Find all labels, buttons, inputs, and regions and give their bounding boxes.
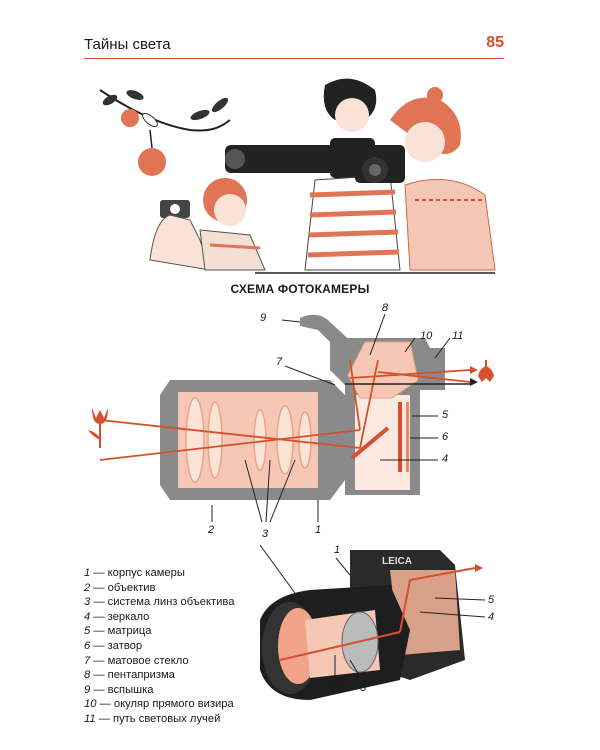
legend-dash: — — [90, 654, 108, 667]
legend-number: 9 — [84, 683, 91, 696]
legend-text: объектив — [107, 581, 156, 594]
label-3: 3 — [262, 528, 269, 540]
legend-dash: — — [90, 581, 108, 594]
legend-text: зеркало — [107, 610, 150, 623]
legend-dash: — — [90, 610, 108, 623]
label-1: 1 — [315, 524, 322, 536]
legend-dash: — — [90, 683, 108, 696]
page-header: Тайны света 85 — [84, 34, 504, 59]
legend-item: 9 — вспышка — [84, 683, 284, 698]
legend-item: 4 — зеркало — [84, 610, 284, 625]
camera-cutaway-photo — [259, 544, 486, 700]
legend-dash: — — [95, 712, 114, 725]
legend-item: 6 — затвор — [84, 639, 284, 654]
legend-number: 4 — [84, 610, 91, 623]
legend-number: 1 — [84, 567, 91, 579]
label-6: 6 — [442, 431, 449, 443]
legend-text: вспышка — [107, 683, 154, 696]
label-4: 4 — [442, 453, 449, 465]
photo-label-4: 4 — [488, 611, 495, 623]
page-title: Тайны света — [84, 36, 171, 53]
photo-label-1: 1 — [334, 544, 341, 556]
brand-logo: LEICA — [382, 556, 412, 567]
label-9: 9 — [260, 312, 267, 324]
legend-text: корпус камеры — [107, 567, 185, 579]
label-8: 8 — [382, 302, 389, 314]
legend-text: матрица — [107, 625, 152, 638]
legend-number: 2 — [84, 581, 91, 594]
photo-label-5: 5 — [488, 594, 495, 606]
legend-dash: — — [90, 669, 108, 682]
page-number: 85 — [486, 34, 504, 51]
girl-right — [355, 87, 496, 271]
sensor — [398, 402, 402, 472]
photo-label-11: 11 — [330, 682, 342, 694]
legend-item: 11 — путь световых лучей — [84, 712, 284, 727]
light-rays — [99, 359, 471, 461]
legend-dash: — — [96, 698, 114, 711]
legend-item: 7 — матовое стекло — [84, 654, 284, 669]
legend-item: 1 — корпус камеры — [84, 566, 284, 581]
scheme-title: СХЕМА ФОТОКАМЕРЫ — [230, 282, 370, 296]
legend-text: пентапризма — [107, 669, 175, 682]
label-2: 2 — [208, 524, 215, 536]
legend-number: 7 — [84, 654, 91, 667]
tulip-icon-right — [478, 360, 494, 382]
camera-scheme-diagram — [88, 313, 494, 523]
legend-item: 10 — окуляр прямого визира — [84, 697, 284, 712]
label-7: 7 — [276, 356, 283, 368]
mirror — [350, 426, 390, 460]
legend-number: 3 — [84, 596, 91, 609]
shutter — [406, 402, 409, 472]
legend-text: затвор — [107, 639, 143, 652]
label-11: 11 — [452, 330, 464, 342]
legend-dash: — — [90, 596, 108, 609]
legend-dash: — — [90, 567, 108, 579]
legend-dash: — — [90, 625, 108, 638]
label-5: 5 — [442, 409, 449, 421]
boy-left — [149, 178, 266, 271]
legend-dash: — — [90, 639, 108, 652]
legend-number: 10 — [84, 698, 97, 711]
legend-text: матовое стекло — [107, 654, 189, 667]
legend-number: 6 — [84, 639, 91, 652]
legend-item: 8 — пентапризма — [84, 668, 284, 683]
legend-number: 11 — [84, 712, 96, 725]
legend-item: 3 — система линз объектива — [84, 595, 284, 610]
legend-text: путь световых лучей — [113, 712, 221, 725]
children-photographers-illustration — [99, 78, 496, 274]
legend-number: 5 — [84, 625, 91, 638]
legend-item: 2 — объектив — [84, 581, 284, 596]
legend-number: 8 — [84, 669, 91, 682]
legend-item: 5 — матрица — [84, 624, 284, 639]
apple-branch-icon — [99, 89, 231, 176]
photo-label-3: 3 — [360, 682, 367, 694]
legend-text: окуляр прямого визира — [113, 698, 234, 711]
tulip-icon-left — [88, 408, 108, 448]
legend-text: система линз объектива — [107, 596, 235, 609]
label-10: 10 — [420, 330, 433, 342]
